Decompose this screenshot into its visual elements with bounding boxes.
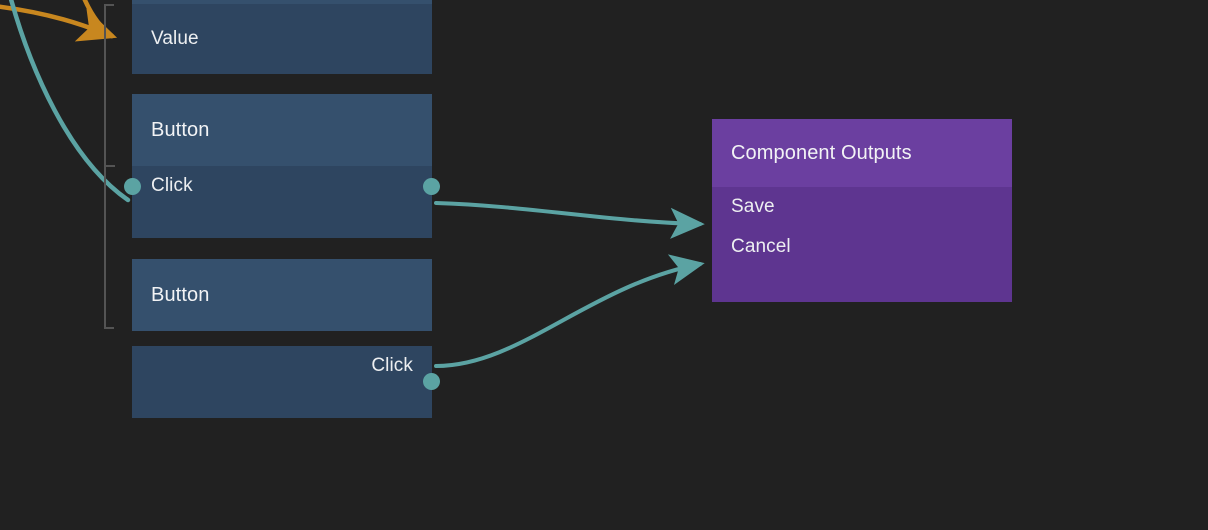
port-row-cancel[interactable]: Cancel [712, 227, 1012, 267]
edge-orange-from-left [0, 4, 118, 42]
port-row-value[interactable]: Value [132, 4, 432, 74]
edge-teal-click1-to-save [434, 201, 705, 239]
port-label-value: Value [151, 28, 199, 49]
port-dot-button-1-click-in[interactable] [124, 178, 141, 195]
port-dot-button-1-click-out[interactable] [423, 178, 440, 195]
group-bracket-tick-middle [104, 165, 115, 167]
port-label-cancel: Cancel [731, 236, 791, 257]
node-value-body[interactable]: Value [132, 4, 432, 74]
node-component-outputs-title: Component Outputs [731, 141, 912, 164]
port-label-save: Save [731, 196, 775, 217]
node-component-outputs-body[interactable]: Save Cancel [712, 187, 1012, 302]
node-component-outputs[interactable]: Component Outputs Save Cancel [712, 119, 1012, 302]
node-value-header[interactable] [132, 0, 432, 4]
node-component-outputs-header[interactable]: Component Outputs [712, 119, 1012, 187]
node-value[interactable]: Value [132, 0, 432, 74]
node-button-1[interactable]: Button Click [124, 94, 440, 238]
port-row-button-2-click[interactable]: Click [132, 346, 432, 386]
node-button-2-body[interactable]: Click [132, 346, 440, 418]
node-button-1-body[interactable]: Click [124, 166, 440, 238]
port-dot-button-2-click-out[interactable] [423, 373, 440, 390]
node-button-2[interactable]: Button Click [132, 259, 440, 418]
node-button-1-header[interactable]: Button [132, 94, 432, 166]
port-label-button-1-click: Click [151, 175, 193, 196]
node-button-2-header[interactable]: Button [132, 259, 432, 331]
port-row-save[interactable]: Save [712, 187, 1012, 227]
port-row-button-1-click[interactable]: Click [132, 166, 432, 206]
edge-teal-click2-to-cancel [434, 254, 705, 368]
node-button-1-title: Button [151, 118, 210, 141]
port-label-button-2-click: Click [371, 355, 413, 376]
node-button-2-title: Button [151, 283, 210, 306]
